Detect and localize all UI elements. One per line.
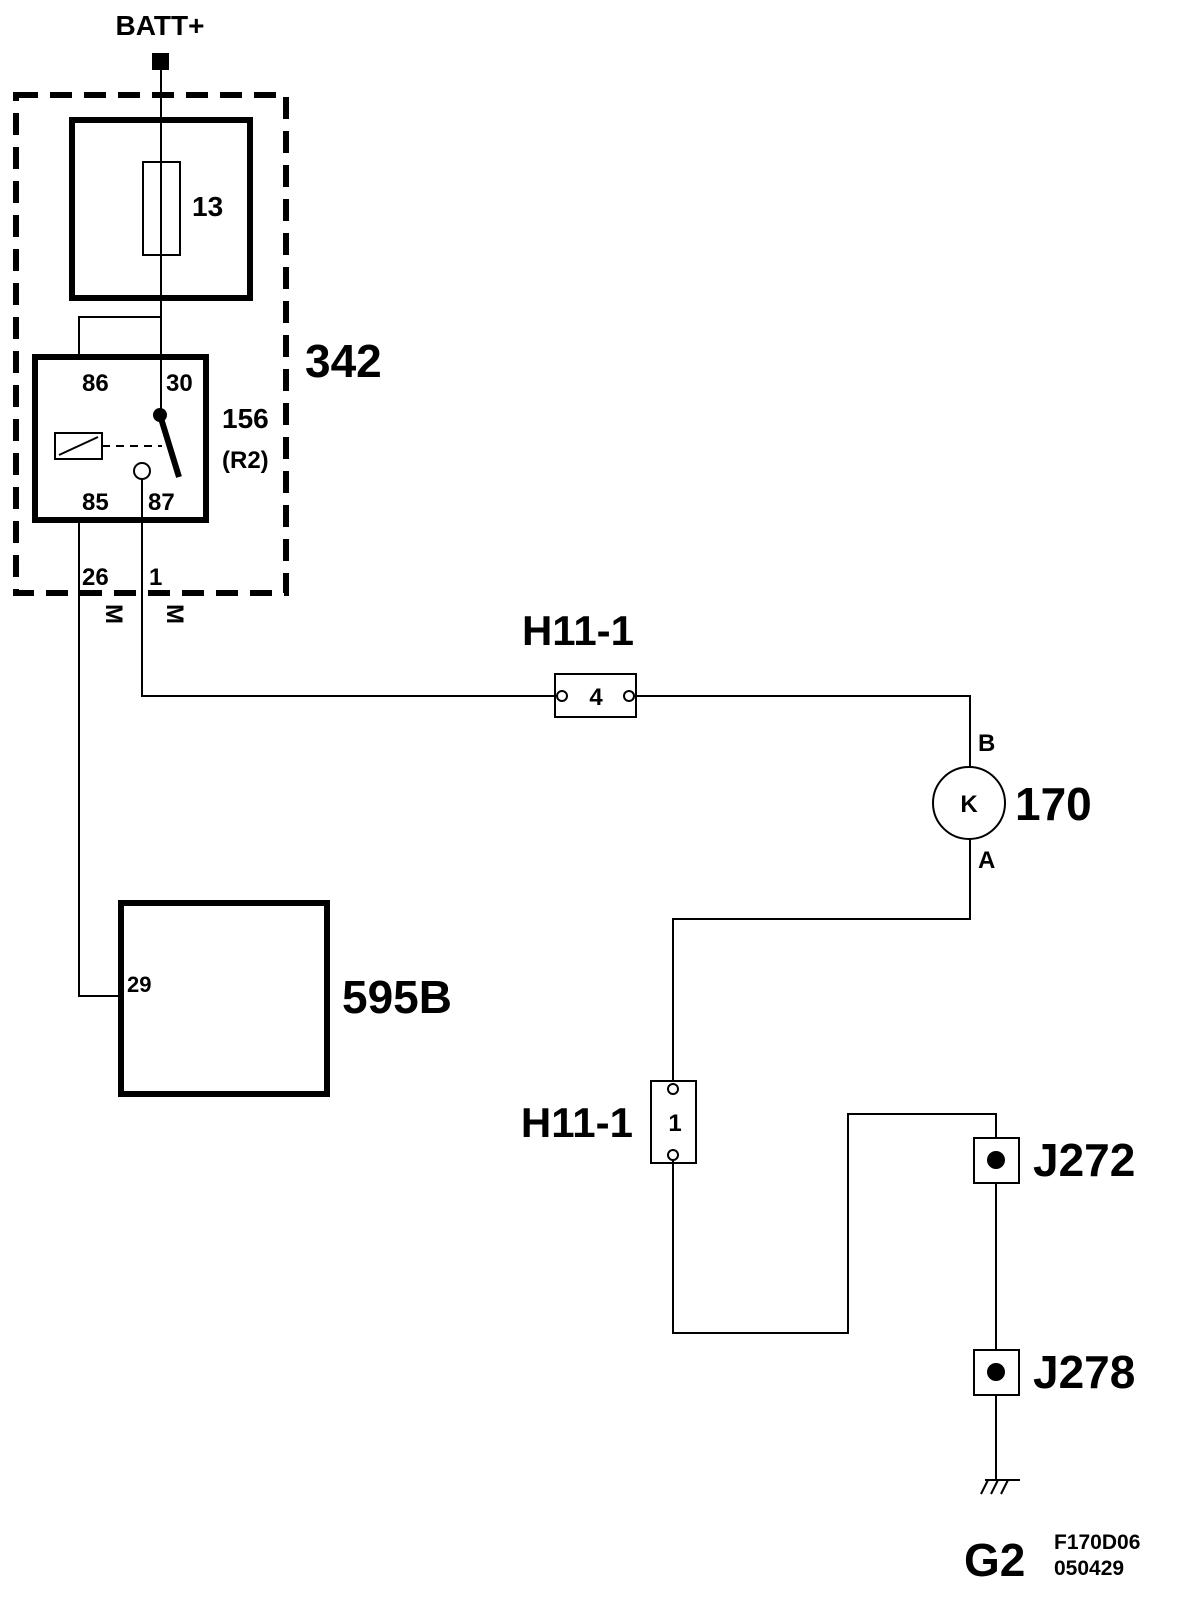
control-unit-pin-29: 29 [127, 972, 151, 997]
control-unit-595b-box [118, 900, 330, 1097]
wire-pin85-to-595b [78, 520, 123, 997]
horn-symbol-letter: K [960, 791, 978, 818]
wire-pin86-feed [78, 316, 161, 357]
control-unit-595b-label: 595B [342, 971, 452, 1023]
connector-lower-pin: 1 [668, 1110, 681, 1137]
connector-upper-pin: 4 [589, 684, 603, 711]
relay-switch-arm [157, 414, 182, 478]
relay-coil-diagonal [58, 436, 99, 456]
relay-pin-87: 87 [148, 489, 175, 516]
ground-g2-symbol [980, 1479, 1020, 1495]
connector-upper-label: H11-1 [522, 607, 634, 654]
junction-j272-label: J272 [1033, 1134, 1135, 1186]
connector-lower-label: H11-1 [521, 1099, 633, 1146]
module-342-outline [13, 92, 289, 596]
connector-lower-terminal-top [667, 1083, 679, 1095]
module-pin-1: 1 [149, 564, 162, 591]
wire-horn-a-to-h11-1 [672, 839, 971, 1086]
relay-156-sublabel: (R2) [222, 447, 269, 474]
batt-terminal [152, 53, 169, 70]
junction-j272-dot [987, 1151, 1005, 1169]
wire-color-right: M [161, 604, 188, 624]
module-342-label: 342 [305, 335, 382, 387]
connector-lower-terminal-bottom [667, 1149, 679, 1161]
horn-pin-b: B [978, 730, 995, 757]
wire-color-left: M [100, 604, 127, 624]
horn-pin-a: A [978, 847, 995, 874]
horn-170-label: 170 [1015, 778, 1092, 830]
connector-upper-body [554, 673, 637, 718]
batt-plus-label: BATT+ [116, 10, 205, 41]
ground-g2-label: G2 [964, 1534, 1025, 1586]
relay-pin-30: 30 [166, 370, 193, 397]
wire-h11-4-to-horn-b [634, 695, 971, 770]
junction-j278-dot [987, 1363, 1005, 1381]
figure-ref-code: F170D06 [1054, 1531, 1140, 1554]
wire-pin87-to-h11-4 [141, 479, 563, 697]
relay-156-box [32, 354, 209, 523]
relay-pin-85: 85 [82, 489, 109, 516]
relay-156-label: 156 [222, 403, 269, 434]
figure-ref-date: 050429 [1054, 1557, 1124, 1580]
fuse-13-label: 13 [192, 191, 223, 222]
module-pin-26: 26 [82, 564, 109, 591]
connector-upper-terminal-left [556, 690, 568, 702]
relay-contact-87 [133, 462, 151, 480]
wire-h11-1-to-j272 [672, 1113, 997, 1334]
relay-pin-86: 86 [82, 370, 109, 397]
connector-upper-terminal-right [623, 690, 635, 702]
junction-j278-label: J278 [1033, 1346, 1135, 1398]
